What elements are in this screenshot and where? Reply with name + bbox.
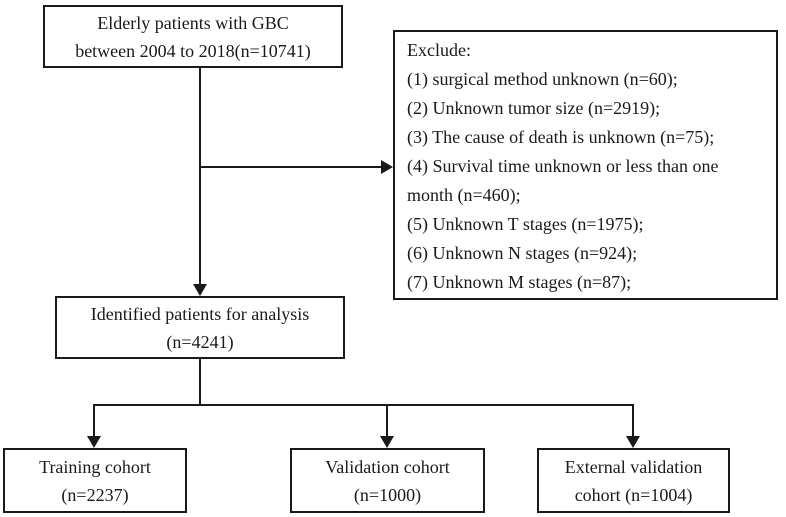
arrowhead-down-validation-icon: [380, 436, 394, 448]
exclude-item-3: (3) The cause of death is unknown (n=75)…: [407, 127, 715, 147]
arrowhead-down-identified-icon: [193, 284, 207, 296]
validation-cohort-line2: (n=1000): [353, 484, 422, 505]
arrowhead-down-training-icon: [87, 436, 101, 448]
initial-population-box: Elderly patients with GBC between 2004 t…: [43, 5, 343, 68]
exclude-item-2: (2) Unknown tumor size (n=2919);: [407, 98, 661, 118]
exclude-title: Exclude:: [407, 40, 471, 60]
identified-patients-box: Identified patients for analysis (n=4241…: [55, 296, 345, 359]
initial-population-line1: Elderly patients with GBC: [97, 12, 289, 33]
arrowhead-down-external-icon: [626, 436, 640, 448]
connector-split-horizontal: [93, 404, 634, 406]
external-validation-line1: External validation: [564, 456, 703, 477]
connector-drop-validation: [386, 404, 388, 438]
external-validation-cohort-box: External validation cohort (n=1004): [537, 448, 730, 513]
exclude-item-4: (4) Survival time unknown or less than o…: [407, 156, 719, 205]
arrowhead-right-exclude-icon: [381, 160, 393, 174]
connector-top-to-identified: [199, 67, 201, 285]
exclusion-criteria-box: Exclude: (1) surgical method unknown (n=…: [393, 30, 778, 300]
exclude-item-5: (5) Unknown T stages (n=1975);: [407, 214, 644, 234]
initial-population-line2: between 2004 to 2018(n=10741): [75, 40, 311, 61]
identified-patients-line2: (n=4241): [166, 331, 234, 352]
exclude-item-7: (7) Unknown M stages (n=87);: [407, 272, 632, 292]
identified-patients-line1: Identified patients for analysis: [90, 303, 310, 324]
connector-identified-to-split: [199, 358, 201, 406]
exclude-item-6: (6) Unknown N stages (n=924);: [407, 243, 638, 263]
exclude-item-1: (1) surgical method unknown (n=60);: [407, 69, 678, 89]
connector-drop-training: [93, 404, 95, 438]
connector-branch-to-exclude: [199, 166, 383, 168]
connector-drop-external: [632, 404, 634, 438]
training-cohort-line1: Training cohort: [39, 456, 151, 477]
external-validation-line2: cohort (n=1004): [574, 484, 693, 505]
validation-cohort-line1: Validation cohort: [325, 456, 450, 477]
validation-cohort-box: Validation cohort (n=1000): [290, 448, 485, 513]
training-cohort-line2: (n=2237): [61, 484, 129, 505]
training-cohort-box: Training cohort (n=2237): [3, 448, 187, 513]
